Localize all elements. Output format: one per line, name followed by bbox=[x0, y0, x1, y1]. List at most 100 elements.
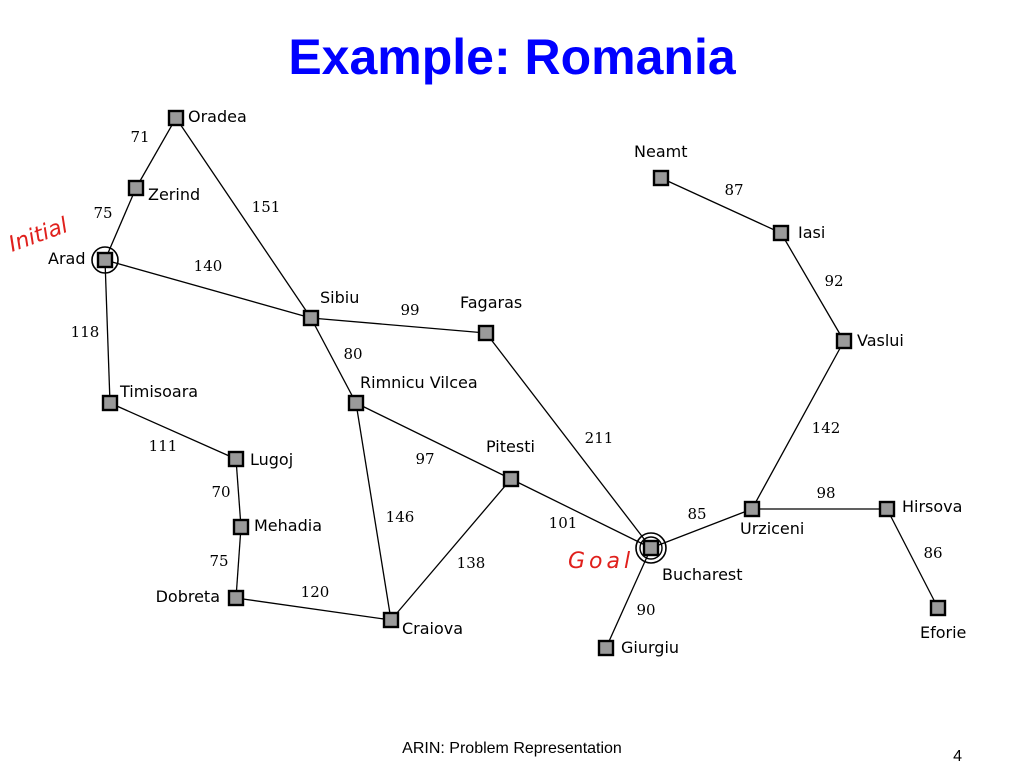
city-label-bucharest: Bucharest bbox=[662, 565, 743, 584]
road-sibiu-fagaras bbox=[310, 317, 487, 334]
city-marker-iasi bbox=[772, 224, 790, 242]
roads-layer bbox=[104, 117, 939, 649]
road-oradea-zerind bbox=[135, 117, 177, 189]
city-marker-timisoara bbox=[101, 394, 119, 412]
city-node-zerind: Zerind bbox=[127, 179, 200, 204]
city-nodes-layer: OradeaZerindAradTimisoaraLugojMehadiaDob… bbox=[48, 107, 966, 657]
city-label-lugoj: Lugoj bbox=[250, 450, 293, 469]
distance-label-vaslui-iasi: 92 bbox=[824, 272, 843, 290]
city-marker-vaslui bbox=[835, 332, 853, 350]
distance-label-arad-timisoara: 118 bbox=[71, 323, 100, 341]
city-marker-zerind bbox=[127, 179, 145, 197]
city-marker-giurgiu bbox=[597, 639, 615, 657]
road-arad-timisoara bbox=[104, 259, 111, 404]
city-marker-hirsova bbox=[878, 500, 896, 518]
city-node-timisoara: Timisoara bbox=[101, 382, 198, 412]
city-label-arad: Arad bbox=[48, 249, 85, 268]
distance-label-oradea-sibiu: 151 bbox=[252, 198, 281, 216]
city-marker-mehadia bbox=[232, 518, 250, 536]
city-node-neamt: Neamt bbox=[634, 142, 687, 187]
road-lugoj-mehadia bbox=[235, 458, 242, 528]
distance-label-bucharest-urziceni: 85 bbox=[687, 505, 706, 523]
city-marker-neamt bbox=[652, 169, 670, 187]
road-hirsova-eforie bbox=[886, 508, 939, 609]
city-marker-sibiu bbox=[302, 309, 320, 327]
city-label-urziceni: Urziceni bbox=[740, 519, 804, 538]
city-node-pitesti: Pitesti bbox=[486, 437, 535, 488]
city-label-pitesti: Pitesti bbox=[486, 437, 535, 456]
distance-label-bucharest-giurgiu: 90 bbox=[636, 601, 655, 619]
city-label-rimnicu: Rimnicu Vilcea bbox=[360, 373, 478, 392]
distance-label-sibiu-rimnicu: 80 bbox=[343, 345, 362, 363]
city-node-dobreta: Dobreta bbox=[156, 587, 245, 607]
city-label-sibiu: Sibiu bbox=[320, 288, 359, 307]
city-marker-bucharest bbox=[642, 539, 660, 557]
road-mehadia-dobreta bbox=[235, 526, 242, 599]
distance-label-oradea-zerind: 71 bbox=[130, 128, 149, 146]
city-label-giurgiu: Giurgiu bbox=[621, 638, 679, 657]
road-oradea-sibiu bbox=[175, 117, 312, 319]
distance-label-mehadia-dobreta: 75 bbox=[209, 552, 228, 570]
city-marker-dobreta bbox=[227, 589, 245, 607]
road-rimnicu-craiova bbox=[355, 402, 392, 621]
distance-label-hirsova-eforie: 86 bbox=[923, 544, 942, 562]
city-label-vaslui: Vaslui bbox=[857, 331, 904, 350]
goal-annotation: Goal bbox=[568, 549, 630, 574]
city-node-arad: Arad bbox=[48, 246, 119, 274]
city-node-rimnicu: Rimnicu Vilcea bbox=[347, 373, 478, 412]
city-marker-ring-arad bbox=[91, 246, 119, 274]
city-marker-eforie bbox=[929, 599, 947, 617]
city-label-iasi: Iasi bbox=[798, 223, 825, 242]
city-node-hirsova: Hirsova bbox=[878, 497, 962, 518]
road-arad-sibiu bbox=[104, 259, 312, 319]
road-iasi-neamt bbox=[660, 177, 782, 234]
distance-label-craiova-pitesti: 138 bbox=[457, 554, 486, 572]
road-urziceni-vaslui bbox=[751, 340, 845, 510]
distance-label-urziceni-vaslui: 142 bbox=[812, 419, 841, 437]
distance-label-sibiu-fagaras: 99 bbox=[400, 301, 419, 319]
city-label-hirsova: Hirsova bbox=[902, 497, 962, 516]
road-fagaras-bucharest bbox=[485, 332, 652, 549]
city-node-sibiu: Sibiu bbox=[302, 288, 359, 327]
city-marker-arad bbox=[96, 251, 114, 269]
city-label-fagaras: Fagaras bbox=[460, 293, 522, 312]
distance-label-dobreta-craiova: 120 bbox=[301, 583, 330, 601]
city-marker-ring-bucharest bbox=[635, 532, 667, 564]
city-node-vaslui: Vaslui bbox=[835, 331, 904, 350]
city-label-eforie: Eforie bbox=[920, 623, 966, 642]
city-node-fagaras: Fagaras bbox=[460, 293, 522, 342]
distance-label-iasi-neamt: 87 bbox=[724, 181, 743, 199]
city-node-giurgiu: Giurgiu bbox=[597, 638, 679, 657]
city-node-lugoj: Lugoj bbox=[227, 450, 293, 469]
city-label-zerind: Zerind bbox=[148, 185, 200, 204]
city-label-timisoara: Timisoara bbox=[119, 382, 198, 401]
distance-label-rimnicu-pitesti: 97 bbox=[415, 450, 434, 468]
city-marker-pitesti bbox=[502, 470, 520, 488]
road-sibiu-rimnicu bbox=[310, 317, 357, 404]
city-label-mehadia: Mehadia bbox=[254, 516, 322, 535]
distance-label-fagaras-bucharest: 211 bbox=[585, 429, 614, 447]
page-number: 4 bbox=[953, 748, 962, 765]
initial-underline bbox=[40, 246, 80, 248]
city-marker-ring-inner-bucharest bbox=[639, 536, 663, 560]
distance-label-pitesti-bucharest: 101 bbox=[549, 514, 578, 532]
city-label-craiova: Craiova bbox=[402, 619, 463, 638]
distance-label-arad-sibiu: 140 bbox=[194, 257, 223, 275]
distance-label-urziceni-hirsova: 98 bbox=[816, 484, 835, 502]
city-node-urziceni: Urziceni bbox=[740, 500, 804, 538]
city-marker-oradea bbox=[167, 109, 185, 127]
city-node-eforie: Eforie bbox=[920, 599, 966, 642]
city-label-neamt: Neamt bbox=[634, 142, 687, 161]
distance-label-timisoara-lugoj: 111 bbox=[149, 437, 178, 455]
distance-label-zerind-arad: 75 bbox=[93, 204, 112, 222]
city-marker-rimnicu bbox=[347, 394, 365, 412]
road-vaslui-iasi bbox=[780, 232, 845, 342]
city-marker-fagaras bbox=[477, 324, 495, 342]
city-label-dobreta: Dobreta bbox=[156, 587, 220, 606]
city-node-bucharest: Bucharest bbox=[635, 532, 743, 584]
road-craiova-pitesti bbox=[390, 478, 512, 621]
distance-label-lugoj-mehadia: 70 bbox=[211, 483, 230, 501]
road-timisoara-lugoj bbox=[109, 402, 237, 460]
